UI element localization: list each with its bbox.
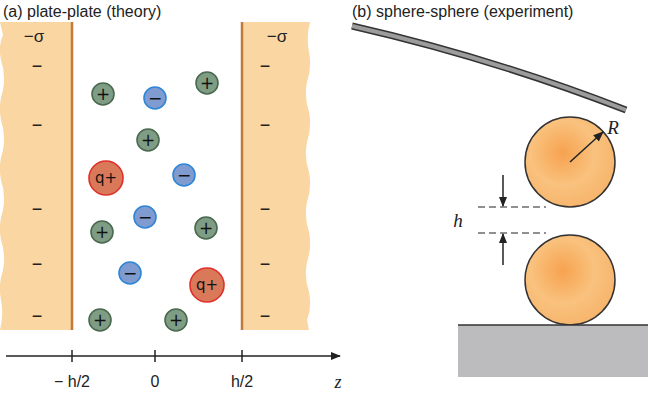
dimension-arrow [502, 234, 504, 265]
right-plate [242, 22, 310, 330]
surface-charge: − [32, 255, 43, 273]
dashed-line [478, 232, 546, 233]
z-axis [6, 355, 340, 357]
ion-charge: − [143, 86, 167, 110]
lower-sphere [525, 235, 615, 325]
ion-circle: + [136, 128, 160, 152]
substrate [458, 325, 648, 377]
radius-label: R [607, 118, 619, 137]
ion-charge: + [194, 216, 218, 240]
axis-label: − h/2 [54, 374, 90, 390]
left-plate [0, 22, 72, 330]
ion-charge: + [88, 308, 112, 332]
ion-circle: q+ [88, 160, 124, 196]
dimension-arrow [502, 175, 504, 206]
ion-circle: + [164, 308, 188, 332]
ion-charge: + [91, 82, 115, 106]
ion-circle: − [143, 86, 167, 110]
dashed-line [478, 206, 546, 207]
surface-charge: − [260, 255, 271, 273]
ion-charge: + [164, 308, 188, 332]
ion-circle: − [172, 163, 196, 187]
plate-surface [241, 22, 244, 330]
axis-tick [71, 350, 73, 362]
axis-tick [241, 350, 243, 362]
plate-surface [71, 22, 74, 330]
ion-charge: + [90, 220, 114, 244]
ion-circle: − [133, 205, 157, 229]
ion-charge: + [136, 128, 160, 152]
surface-charge: − [32, 200, 43, 218]
upper-sphere [525, 117, 615, 207]
ion-circle: q+ [189, 267, 225, 303]
ion-circle: + [195, 71, 219, 95]
panel-title: (a) plate-plate (theory) [3, 4, 161, 20]
ion-circle: + [88, 308, 112, 332]
axis-label: 0 [151, 374, 160, 390]
ion-charge: + [195, 71, 219, 95]
ion-charge: − [118, 261, 142, 285]
axis-tick [154, 350, 156, 362]
ion-charge: q+ [88, 160, 124, 196]
surface-charge: − [260, 57, 271, 75]
axis-name: z [334, 373, 341, 391]
ion-circle: − [118, 261, 142, 285]
cantilever [352, 26, 626, 110]
surface-charge: − [32, 116, 43, 134]
ion-circle: + [194, 216, 218, 240]
ion-circle: + [90, 220, 114, 244]
substrate-surface [458, 324, 648, 326]
surface-charge: − [32, 57, 43, 75]
charge-density: −σ [267, 28, 287, 45]
ion-charge: q+ [189, 267, 225, 303]
ion-charge: − [172, 163, 196, 187]
axis-label: h/2 [231, 374, 253, 390]
ion-charge: − [133, 205, 157, 229]
ion-circle: + [91, 82, 115, 106]
surface-charge: − [260, 200, 271, 218]
charge-density: −σ [24, 28, 44, 45]
panel-title: (b) sphere-sphere (experiment) [352, 4, 573, 20]
gap-label: h [453, 211, 463, 230]
surface-charge: − [260, 116, 271, 134]
cantilever [352, 26, 626, 110]
radius-arrow [570, 132, 603, 162]
surface-charge: − [260, 307, 271, 325]
surface-charge: − [32, 307, 43, 325]
